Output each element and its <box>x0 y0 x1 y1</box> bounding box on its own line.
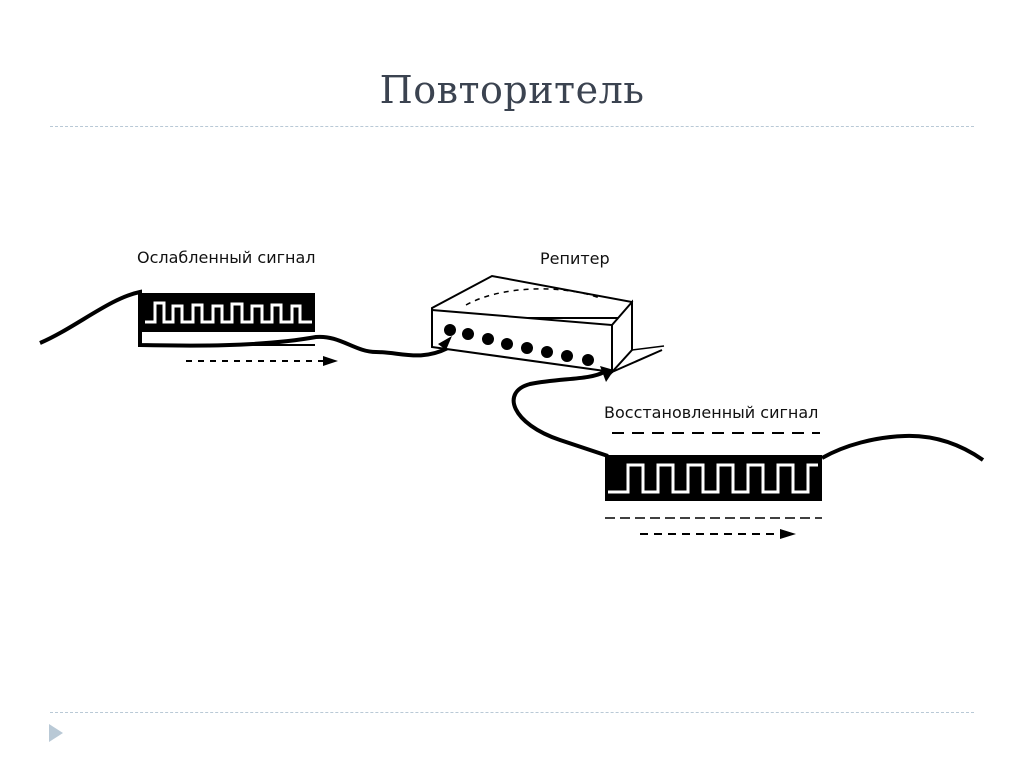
restored-signal-panel <box>605 432 822 539</box>
port-2 <box>462 328 474 340</box>
title-divider <box>50 126 974 127</box>
port-8 <box>582 354 594 366</box>
restored-signal-label: Восстановленный сигнал <box>604 403 818 422</box>
triangle-right-icon[interactable] <box>45 722 67 744</box>
output-cable <box>511 370 609 458</box>
weak-signal-waveform <box>145 301 312 324</box>
output-cable-tail <box>821 433 985 462</box>
port-4 <box>501 338 513 350</box>
slide-title: Повторитель <box>379 68 645 112</box>
restored-signal-waveform <box>608 463 818 494</box>
port-5 <box>521 342 533 354</box>
port-1 <box>444 324 456 336</box>
port-7 <box>561 350 573 362</box>
footer-divider <box>50 712 974 713</box>
weak-signal-panel <box>141 293 338 366</box>
repeater-device <box>431 274 665 382</box>
port-3 <box>482 333 494 345</box>
repeater-label: Репитер <box>540 249 610 268</box>
port-6 <box>541 346 553 358</box>
input-cable <box>39 289 449 358</box>
weak-signal-label: Ослабленный сигнал <box>137 248 316 267</box>
